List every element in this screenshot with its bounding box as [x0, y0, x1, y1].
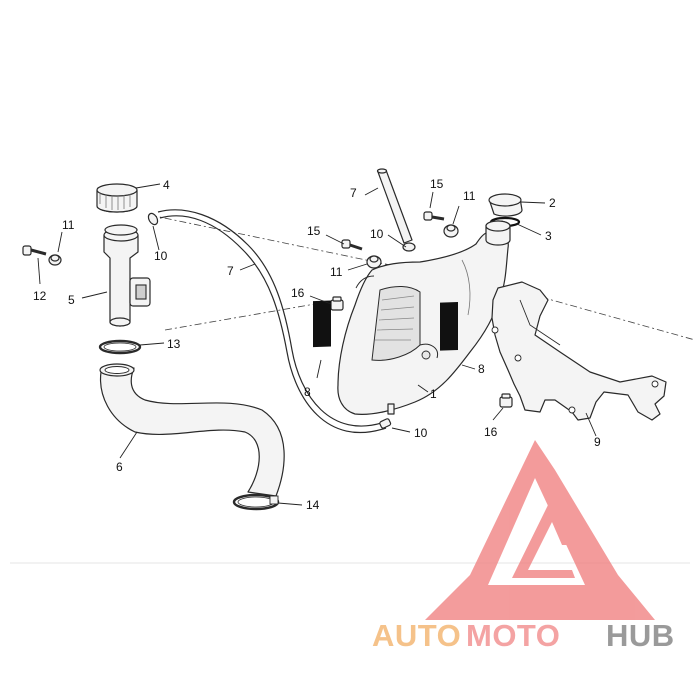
reservoir-neck [103, 224, 151, 327]
coolant-tank [337, 220, 511, 415]
callout-15: 15 [307, 224, 321, 238]
grommet-lower [499, 393, 513, 408]
watermark-text-moto: MOTO [466, 618, 560, 653]
callout-6: 6 [116, 460, 123, 474]
callout-10: 10 [414, 426, 428, 440]
small-clip-left [147, 212, 159, 226]
callout-5: 5 [68, 293, 75, 307]
screw-middle [341, 239, 363, 251]
callout-11: 11 [330, 265, 343, 279]
callout-11: 11 [463, 189, 476, 203]
watermark-logo [425, 440, 655, 620]
callout-1: 1 [430, 387, 437, 401]
callout-12: 12 [33, 289, 47, 303]
foam-pad-left [313, 300, 331, 348]
logo-mark-inner [512, 505, 575, 578]
washer-middle [366, 255, 382, 269]
leader-lines [37, 183, 597, 506]
washer-left [48, 254, 62, 266]
callout-16: 16 [291, 286, 305, 300]
callout-9: 9 [594, 435, 601, 449]
callout-11: 11 [62, 218, 75, 232]
callout-3: 3 [545, 229, 552, 243]
callout-4: 4 [163, 178, 170, 192]
callout-8: 8 [478, 362, 485, 376]
watermark-text-hub: HUB [606, 618, 675, 653]
foam-pad-right [440, 302, 458, 351]
small-clip-top [402, 242, 416, 252]
lower-hose [99, 363, 285, 497]
tank-cap [488, 193, 523, 217]
breather-hose [157, 209, 387, 434]
washer-top [443, 224, 459, 238]
callout-7: 7 [350, 186, 357, 200]
screw-left [22, 245, 47, 256]
callout-10: 10 [370, 227, 384, 241]
callout-7: 7 [227, 264, 234, 278]
short-hose [376, 168, 413, 244]
watermark-text-auto: AUTO [372, 618, 461, 653]
callout-15: 15 [430, 177, 444, 191]
callout-2: 2 [549, 196, 556, 210]
callout-labels: 4 10 11 12 5 13 6 7 14 7 10 15 11 2 3 15… [33, 177, 601, 512]
mounting-bracket [491, 281, 667, 421]
watermark-text: AUTO MOTO HUB [372, 618, 675, 653]
callout-14: 14 [306, 498, 320, 512]
callout-13: 13 [167, 337, 181, 351]
small-clip-lower [379, 418, 392, 429]
screw-top [423, 211, 445, 221]
logo-mark-outer [425, 440, 655, 620]
hose-clamp-lower [232, 493, 280, 511]
hose-clamp-upper [98, 339, 142, 355]
grommet-upper [330, 296, 344, 311]
alignment-line [149, 214, 391, 266]
callout-8: 8 [304, 385, 311, 399]
callout-10: 10 [154, 249, 168, 263]
alignment-line [164, 299, 339, 331]
callout-16: 16 [484, 425, 498, 439]
filler-cap [96, 183, 138, 213]
